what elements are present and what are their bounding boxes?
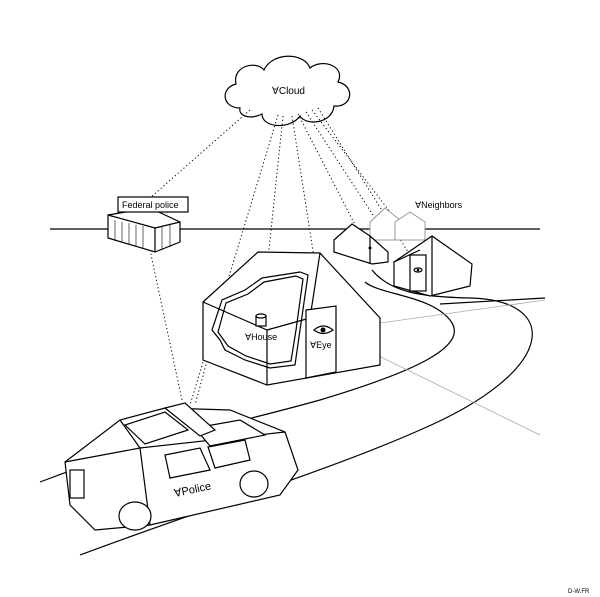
eye-icon — [313, 325, 335, 335]
house-label: ∀House — [245, 332, 277, 342]
road-side-line — [439, 297, 546, 305]
credit-label: D-W.FR — [568, 589, 590, 595]
police-car: ∀Police — [64, 402, 299, 531]
neighbors-label: ∀Neighbors — [415, 200, 463, 210]
eye-label: ∀Eye — [310, 340, 332, 350]
neighbor-houses: ∀Neighbors — [333, 200, 473, 297]
federal-police-label: Federal police — [122, 200, 179, 210]
house: ∀House ∀Eye — [202, 251, 381, 386]
database-icon — [255, 313, 267, 327]
federal-police-building: Federal police — [107, 196, 189, 253]
cloud-label: ∀Cloud — [272, 86, 305, 97]
